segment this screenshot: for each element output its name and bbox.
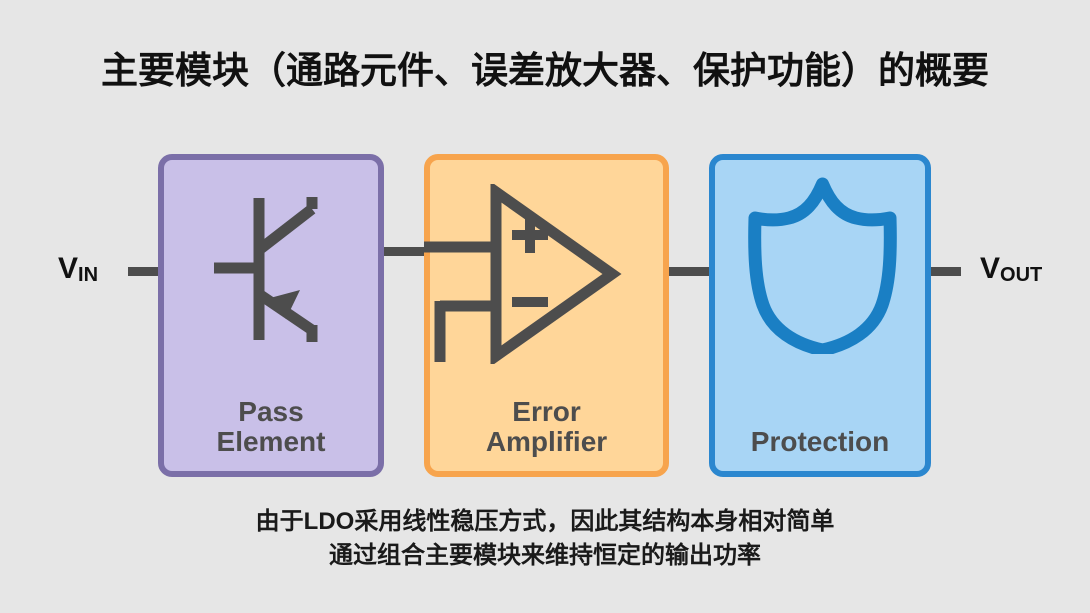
vout-symbol: V (980, 252, 1001, 285)
block-error-amplifier[interactable]: Error Amplifier (424, 154, 669, 477)
terminal-label-vout: VOUT (980, 252, 1042, 286)
block-pass-element[interactable]: Pass Element (158, 154, 384, 477)
block-error-amplifier-label: Error Amplifier (485, 396, 608, 458)
op-amp-icon (424, 184, 622, 364)
emitter-arrow-icon (270, 290, 300, 319)
vout-subscript: OUT (1000, 264, 1043, 286)
caption-line-2: 通过组合主要模块来维持恒定的输出功率 (329, 542, 761, 570)
wire-protection-to-vout (928, 267, 961, 276)
block-pass-element-label: Pass Element (216, 396, 326, 458)
block-protection[interactable]: Protection (709, 154, 931, 477)
caption-line-1: 由于LDO采用线性稳压方式，因此其结构本身相对简单 (255, 508, 835, 535)
vin-symbol: V (58, 252, 79, 285)
opamp-plus-icon (512, 217, 548, 253)
ldo-block-diagram: VIN VOUT Pass Element (0, 140, 1090, 480)
block-protection-label: Protection (750, 426, 890, 458)
shield-icon (748, 177, 897, 354)
vin-subscript: IN (78, 264, 99, 286)
caption: 由于LDO采用线性稳压方式，因此其结构本身相对简单 通过组合主要模块来维持恒定的… (0, 505, 1090, 573)
page-title: 主要模块（通路元件、误差放大器、保护功能）的概要 (101, 50, 989, 91)
opamp-minus-icon (512, 297, 548, 307)
wire-vin-to-pass-element (128, 267, 161, 276)
terminal-label-vin: VIN (58, 252, 98, 286)
bjt-transistor-icon (214, 197, 318, 342)
